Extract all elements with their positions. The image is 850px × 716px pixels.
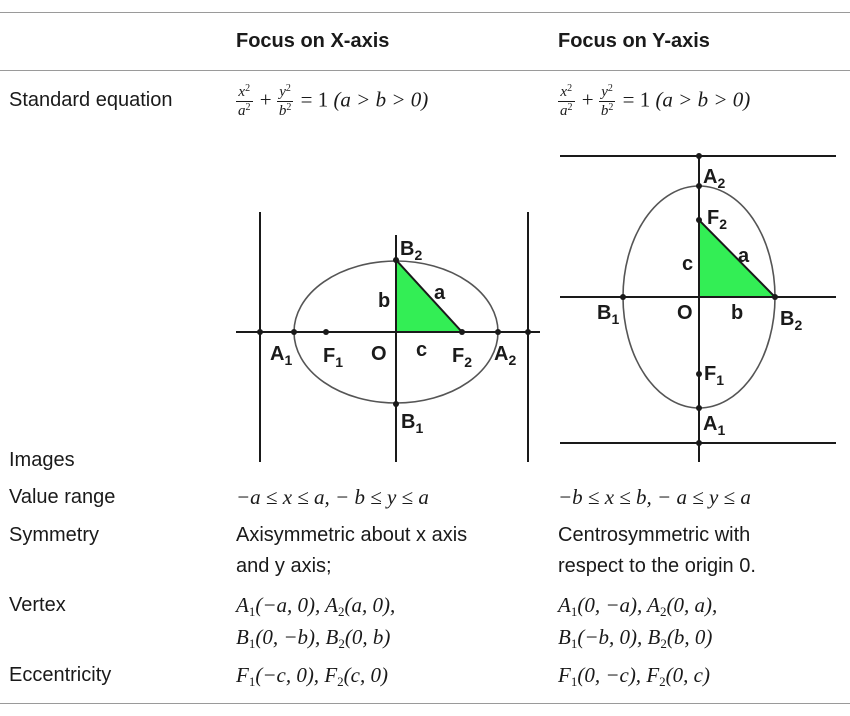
value-range-y-axis: −b ≤ x ≤ b, − a ≤ y ≤ a xyxy=(558,485,751,509)
value-range-x-axis: −a ≤ x ≤ a, − b ≤ y ≤ a xyxy=(236,485,429,509)
vertex-y-axis-line2: B1(−b, 0), B2(b, 0) xyxy=(558,625,713,651)
label-origin: O xyxy=(677,302,693,324)
point-dot xyxy=(696,217,702,223)
symmetry-x-axis-line2: and y axis; xyxy=(236,555,332,577)
label-B1: B1 xyxy=(401,411,423,436)
label-F2: F2 xyxy=(452,345,472,370)
vertex-x-axis-line1: A1(−a, 0), A2(a, 0), xyxy=(236,593,396,619)
point-dot xyxy=(495,329,501,335)
label-A1: A1 xyxy=(270,343,292,368)
label-c: c xyxy=(416,339,427,361)
label-F2: F2 xyxy=(707,207,727,232)
symmetry-x-axis-line1: Axisymmetric about x axis xyxy=(236,524,468,546)
point-dot xyxy=(696,440,702,446)
top-rule xyxy=(0,12,850,13)
point-dot xyxy=(393,257,399,263)
row-label-symmetry: Symmetry xyxy=(9,524,99,546)
point-dot xyxy=(525,329,531,335)
label-A2: A2 xyxy=(703,166,725,191)
point-dot xyxy=(696,183,702,189)
label-A1: A1 xyxy=(703,413,725,438)
label-origin: O xyxy=(371,343,387,365)
header-y-axis: Focus on Y-axis xyxy=(558,30,710,52)
eccentricity-x-axis: F1(−c, 0), F2(c, 0) xyxy=(236,663,388,689)
focal-triangle xyxy=(395,257,465,333)
point-dot xyxy=(393,401,399,407)
header-x-axis: Focus on X-axis xyxy=(236,30,390,52)
label-B2: B2 xyxy=(780,308,802,333)
label-a: a xyxy=(434,282,446,304)
label-a: a xyxy=(738,245,750,267)
symmetry-y-axis-line1: Centrosymmetric with xyxy=(558,524,751,546)
point-dot xyxy=(696,153,702,159)
point-dot xyxy=(459,329,465,335)
row-label-value-range: Value range xyxy=(9,486,116,508)
label-b: b xyxy=(378,290,390,312)
symmetry-y-axis-line2: respect to the origin 0. xyxy=(558,555,756,577)
header-rule xyxy=(0,70,850,71)
row-label-vertex: Vertex xyxy=(9,594,66,616)
label-F1: F1 xyxy=(704,363,724,388)
focal-triangle xyxy=(698,217,778,298)
label-B2: B2 xyxy=(400,238,422,263)
point-dot xyxy=(696,405,702,411)
vertex-x-axis-line2: B1(0, −b), B2(0, b) xyxy=(236,625,391,651)
point-dot xyxy=(257,329,263,335)
ellipse-diagram-x-axis: B2 B1 A1 A2 F1 F2 O a b c xyxy=(236,212,540,462)
point-dot xyxy=(620,294,626,300)
row-label-images: Images xyxy=(9,449,75,471)
bottom-rule xyxy=(0,703,850,704)
eccentricity-y-axis: F1(0, −c), F2(0, c) xyxy=(558,663,710,689)
ellipse-diagram-y-axis: A2 A1 F2 F1 B1 B2 O a c b xyxy=(560,153,836,462)
label-A2: A2 xyxy=(494,343,516,368)
point-dot xyxy=(696,371,702,377)
label-F1: F1 xyxy=(323,345,343,370)
point-dot xyxy=(291,329,297,335)
label-c: c xyxy=(682,253,693,275)
label-B1: B1 xyxy=(597,302,619,327)
label-b: b xyxy=(731,302,743,324)
row-label-eccentricity: Eccentricity xyxy=(9,664,112,686)
row-label-standard-equation: Standard equation xyxy=(9,89,173,111)
vertex-y-axis-line1: A1(0, −a), A2(0, a), xyxy=(558,593,718,619)
point-dot xyxy=(323,329,329,335)
point-dot xyxy=(772,294,778,300)
